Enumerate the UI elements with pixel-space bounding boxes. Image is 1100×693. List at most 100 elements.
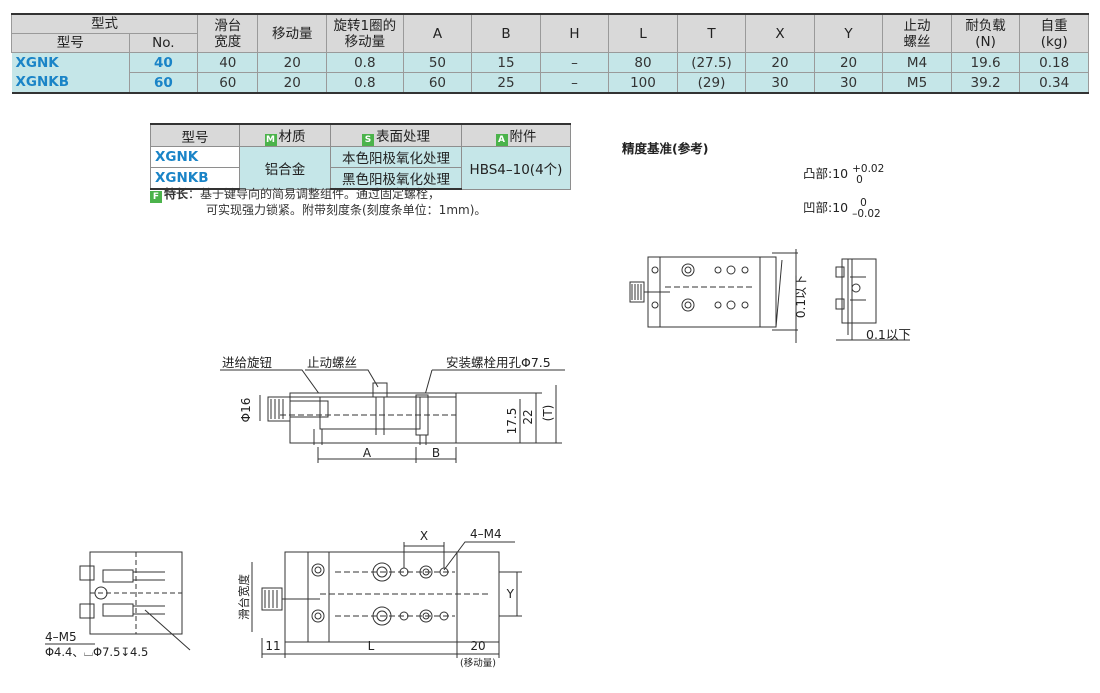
cell: 19.6 [950,52,1021,73]
convex-tolerance: 凸部:10 +0.02 0 [803,163,884,186]
col-weight: 自重 (kg) [1019,13,1089,53]
mat-surface: 本色阳极氧化处理 [330,146,462,168]
features-label: 特长 [164,187,189,201]
cell: 60 [197,72,259,94]
phi16-label: Φ16 [239,398,253,423]
tol-vertical: 0.1以下 [794,275,808,318]
table-row: XGNKB 60 60 20 0.8 60 25 – 100 (29) 30 3… [11,72,1089,94]
dim-a-label: A [363,446,372,460]
cell: 60 [402,72,473,94]
col-t: T [676,13,747,53]
dim-b-label: B [432,446,440,460]
mat-surface: 黑色阳极氧化处理 [330,167,462,190]
cell: 0.18 [1019,52,1089,73]
accessory-badge: A [495,134,508,146]
end-view-drawing: 4–M5 Φ4.4、⌴Φ7.5↧4.5 [45,551,191,659]
cell: 30 [745,72,815,94]
mat-col-model: 型号 [150,123,240,147]
cell: 15 [471,52,541,73]
top-view-drawing: X 4–M4 Y 滑台宽度 11 L 20 (移动量) [237,527,522,669]
mat-col-surface-label: 表面处理 [376,129,430,145]
convex-label: 凸部:10 [803,166,849,181]
cell: 100 [608,72,678,94]
slide-width-label: 滑台宽度 [237,574,251,620]
mat-accessory: HBS4–10(4个) [461,146,571,190]
col-model: 型号 [11,33,130,53]
stop-screw-label: 止动螺丝 [307,355,357,370]
spec-table: 型式 滑台 宽度 移动量 旋转1圈的 移动量 A B H L T X Y 止动 … [10,13,1089,94]
cell: (27.5) [676,52,747,73]
dim-t-label: (T) [541,405,555,422]
col-slide-width: 滑台 宽度 [197,13,259,53]
features-text-1: 基于键导向的简易调整组件。通过固定螺栓， [200,187,441,201]
model-cell: XGNK [11,52,130,73]
col-load: 耐负载 (N) [950,13,1021,53]
concave-tolerance: 凹部:10 0 –0.02 [803,197,881,220]
convex-lower: 0 [856,173,863,186]
cell: 30 [813,72,884,94]
tol-horizontal: 0.1以下 [866,327,911,342]
dim-17-5-label: 17.5 [505,408,519,435]
dim-y-label: Y [506,587,515,601]
precision-title: 精度基准(参考) [622,141,709,156]
mat-model: XGNKB [150,167,240,190]
no-cell: 60 [128,72,199,94]
concave-upper: 0 [860,196,867,209]
col-b: B [471,13,541,53]
cell: 25 [471,72,541,94]
cell: – [539,72,610,94]
col-h: H [539,13,610,53]
cell: (29) [676,72,747,94]
group-header: 型式 [10,13,199,34]
cell: M5 [882,72,952,94]
cell: 20 [257,72,327,94]
end-holes-label: Φ4.4、⌴Φ7.5↧4.5 [45,645,148,659]
top-thread-label: 4–M4 [470,527,502,541]
convex-upper: +0.02 [852,162,885,175]
mount-hole-label: 安装螺栓用孔Φ7.5 [446,355,551,370]
concave-lower: –0.02 [852,207,881,220]
cell: 80 [608,52,678,73]
feed-knob-label: 进给旋钮 [222,355,272,370]
surface-badge: S [362,134,374,146]
material-badge: M [264,134,277,146]
cell: 50 [402,52,473,73]
mat-col-material-label: 材质 [278,129,306,145]
col-rotation: 旋转1圈的 移动量 [325,13,404,53]
side-view-drawing: 进给旋钮 止动螺丝 安装螺栓用孔Φ7.5 Φ16 A B 17.5 22 (T) [220,355,565,463]
col-stop-screw: 止动 螺丝 [882,13,952,53]
cell: M4 [882,52,952,73]
col-y: Y [813,13,884,53]
col-no: No. [128,33,199,53]
cell: 20 [257,52,327,73]
cell: 20 [745,52,815,73]
model-cell: XGNKB [11,72,130,94]
col-l: L [608,13,678,53]
features-text-2: 可实现强力锁紧。附带刻度条(刻度条单位：1mm)。 [206,203,487,217]
dim-20-label: 20 [470,639,485,653]
concave-label: 凹部:10 [803,200,849,215]
col-travel: 移动量 [257,13,327,53]
no-cell: 40 [128,52,199,73]
end-thread-label: 4–M5 [45,630,77,644]
mat-model: XGNK [150,146,240,168]
travel-note-label: (移动量) [460,657,496,669]
cell: 39.2 [950,72,1021,94]
cell: 0.8 [325,52,404,73]
features-badge: F [150,191,162,203]
dim-22-label: 22 [521,409,535,424]
cell: 0.34 [1019,72,1089,94]
cell: 40 [197,52,259,73]
col-x: X [745,13,815,53]
mat-material: 铝合金 [239,146,331,190]
cell: 0.8 [325,72,404,94]
table-row: XGNK 40 40 20 0.8 50 15 – 80 (27.5) 20 2… [11,52,1089,73]
dim-11-label: 11 [265,639,280,653]
mat-col-accessory-label: 附件 [509,129,537,145]
